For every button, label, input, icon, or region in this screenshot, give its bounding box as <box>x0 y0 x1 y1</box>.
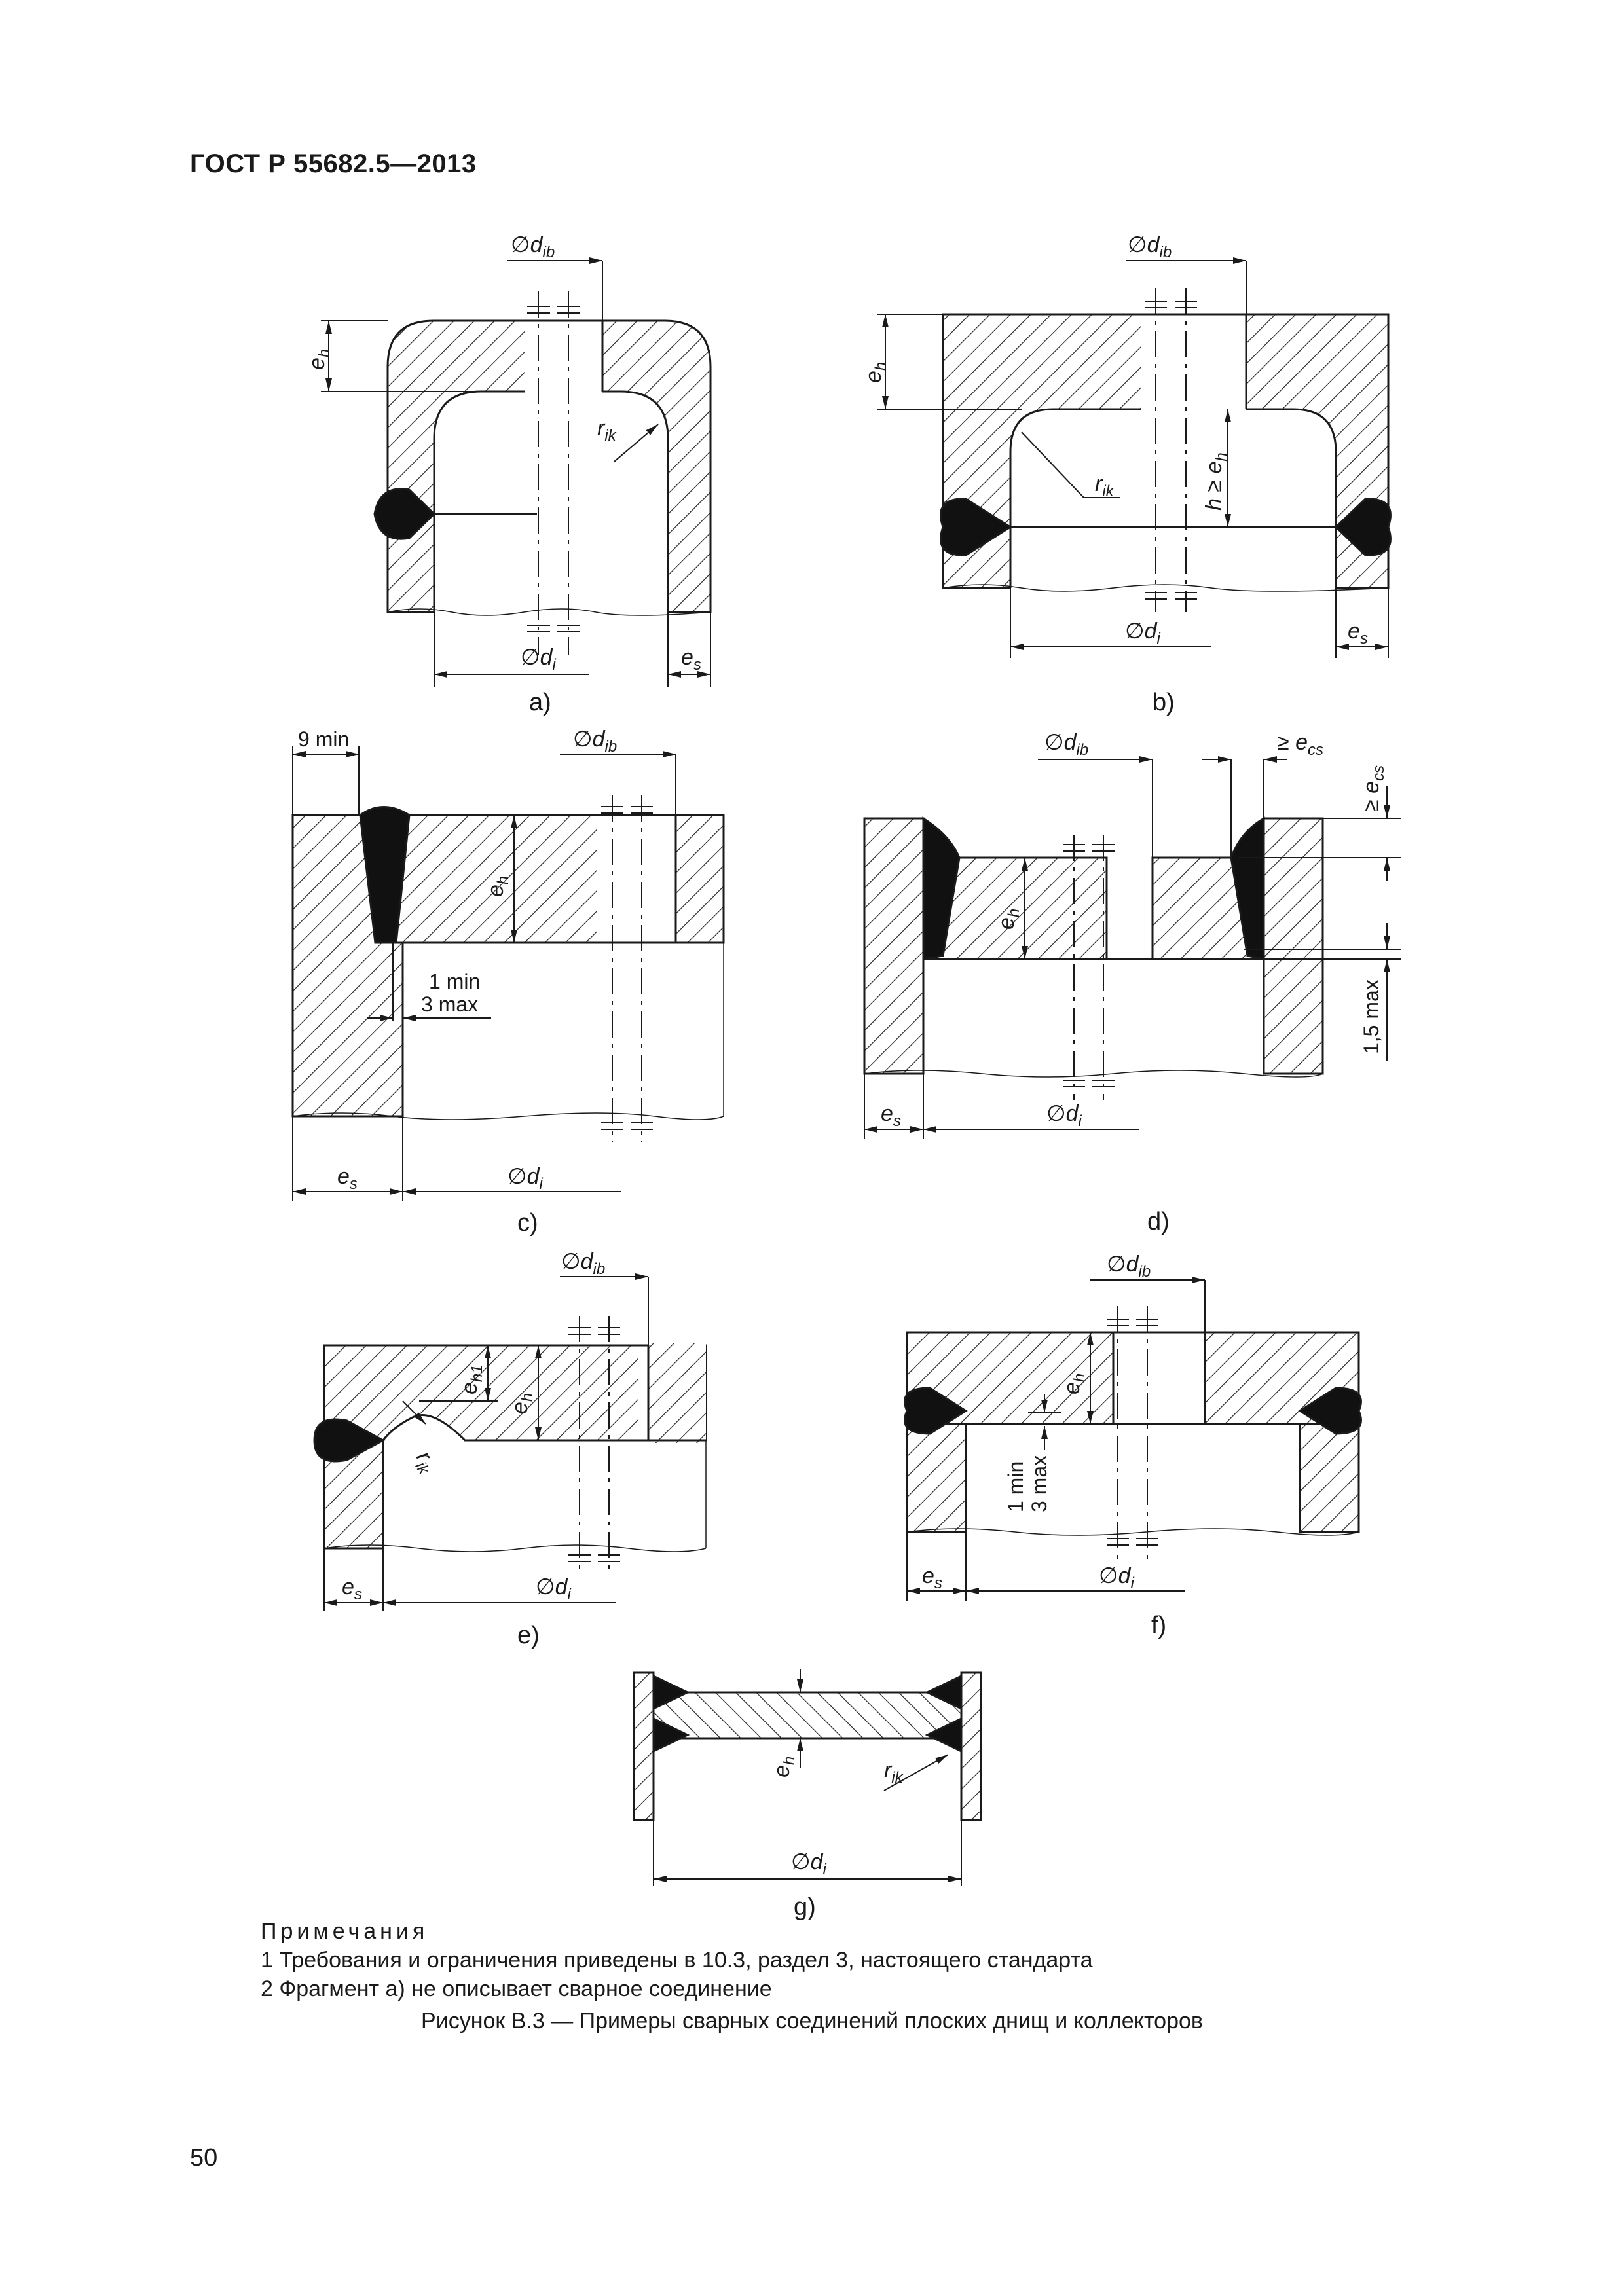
fragment-a <box>321 257 712 687</box>
label-es-d: es <box>881 1101 901 1130</box>
label-dib-e: ∅dib <box>561 1249 605 1278</box>
label-rik-e: rik <box>408 1447 443 1479</box>
label-eh-b: eh <box>861 362 890 383</box>
label-eh-f: eh <box>1060 1374 1088 1394</box>
label-di-d: ∅di <box>1046 1101 1082 1130</box>
fragment-c <box>291 746 725 1201</box>
label-di-f: ∅di <box>1099 1563 1135 1592</box>
note-item: 1 Требования и ограничения приведены в 1… <box>261 1948 1093 1973</box>
label-di-g: ∅di <box>791 1850 827 1878</box>
label-h-ge-eh-b: h ≥ eh <box>1202 452 1230 511</box>
label-15max: 1,5 max <box>1359 979 1383 1054</box>
label-rik-a: rik <box>597 416 618 445</box>
fragment-b <box>877 257 1392 658</box>
label-dib-a: ∅dib <box>511 232 555 261</box>
label-di-e: ∅di <box>536 1575 572 1603</box>
label-3max-f: 3 max <box>1027 1455 1051 1512</box>
label-eh-d: eh <box>994 909 1023 930</box>
label-dib-c: ∅dib <box>573 727 617 756</box>
notes-title: Примечания <box>261 1919 429 1944</box>
label-di-c: ∅di <box>507 1164 544 1193</box>
label-9min: 9 min <box>298 727 349 751</box>
document-header: ГОСТ Р 55682.5—2013 <box>190 149 477 178</box>
label-eh-c: eh <box>483 876 512 897</box>
label-rik-b: rik <box>1095 471 1115 500</box>
label-dib-b: ∅dib <box>1128 232 1172 261</box>
fragment-e <box>313 1273 707 1611</box>
notes-block: Примечания 1 Требования и ограничения пр… <box>261 1917 1093 2003</box>
fragment-g <box>633 1669 982 1886</box>
label-di-b: ∅di <box>1125 619 1161 647</box>
fragment-f <box>904 1277 1362 1601</box>
note-item: 2 Фрагмент а) не описывает сварное соеди… <box>261 1977 772 2001</box>
fragment-d <box>863 756 1401 1139</box>
figure-caption: Рисунок В.3 — Примеры сварных соединений… <box>421 2009 1203 2033</box>
label-3max-c: 3 max <box>421 993 478 1016</box>
label-rik-g: rik <box>884 1758 904 1787</box>
label-eh-a: eh <box>304 349 333 370</box>
fragment-label-c: c) <box>517 1209 538 1237</box>
label-es-c: es <box>337 1164 358 1193</box>
label-eh-g: eh <box>769 1757 798 1777</box>
label-eh1-e: eh1 <box>457 1364 486 1394</box>
label-es-b: es <box>1348 619 1368 647</box>
label-1min-f: 1 min <box>1004 1461 1027 1512</box>
label-ge-ecs-h: ≥ ecs <box>1277 730 1323 759</box>
fragment-label-f: f) <box>1151 1612 1166 1639</box>
dimension-labels: ∅dib eh rik ∅di es a) ∅dib eh rik h ≥ eh… <box>298 232 1388 1921</box>
label-dib-d: ∅dib <box>1044 730 1088 759</box>
label-es-e: es <box>342 1575 362 1603</box>
label-ge-ecs-v: ≥ ecs <box>1359 765 1388 812</box>
label-1min-c: 1 min <box>429 970 480 993</box>
fragment-label-g: g) <box>794 1893 816 1921</box>
fragment-label-e: e) <box>517 1622 540 1649</box>
label-dib-f: ∅dib <box>1107 1252 1151 1281</box>
label-di-a: ∅di <box>521 645 557 674</box>
label-eh-e: eh <box>507 1393 536 1414</box>
label-es-a: es <box>681 645 701 674</box>
fragment-label-b: b) <box>1153 689 1175 716</box>
label-es-f: es <box>922 1563 942 1592</box>
fragment-label-d: d) <box>1147 1208 1170 1235</box>
fragment-label-a: a) <box>529 689 551 716</box>
page-number: 50 <box>190 2144 218 2172</box>
